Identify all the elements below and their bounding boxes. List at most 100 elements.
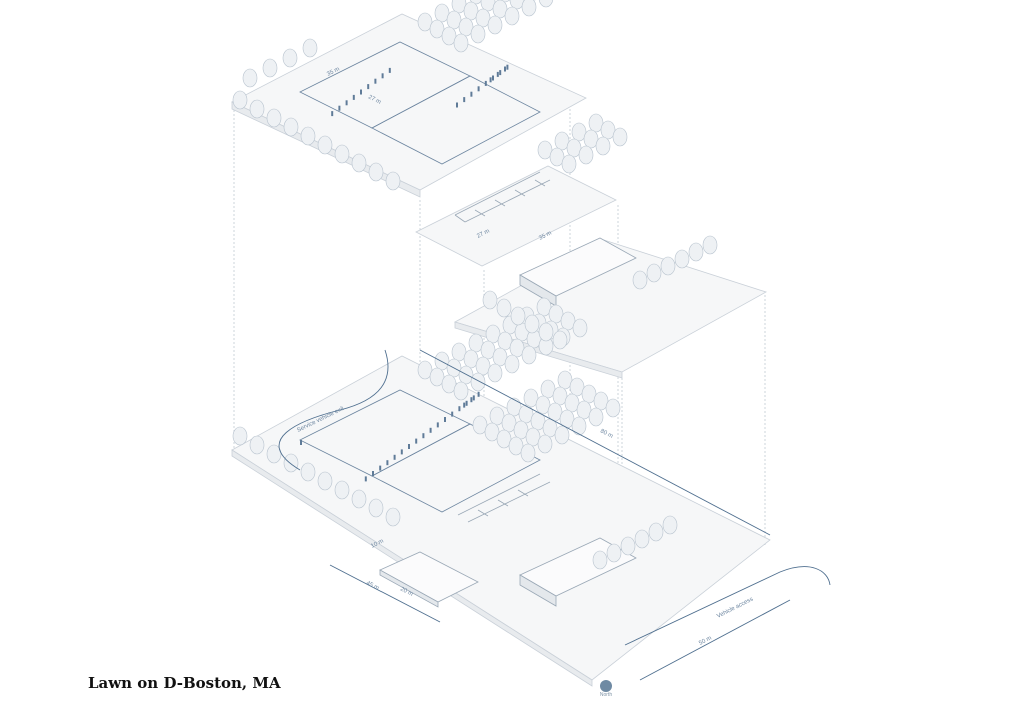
tree	[492, 0, 508, 19]
tree	[385, 507, 401, 527]
tree	[535, 395, 551, 415]
tree	[561, 154, 577, 174]
plate-bottom-full	[231, 355, 771, 681]
tree	[648, 522, 664, 542]
person	[504, 66, 506, 72]
person	[472, 395, 475, 401]
person	[499, 70, 502, 76]
tree	[441, 374, 457, 394]
tree	[429, 19, 445, 39]
tree	[441, 26, 457, 46]
tree	[434, 3, 450, 23]
person	[492, 75, 494, 81]
lawn-field-outlines	[299, 41, 541, 513]
person	[477, 86, 480, 92]
tree	[688, 242, 704, 262]
tree	[480, 340, 496, 360]
tree	[524, 314, 540, 334]
tree	[557, 370, 573, 390]
tree	[600, 120, 616, 140]
tree	[368, 498, 384, 518]
person	[496, 71, 499, 77]
tree	[487, 363, 503, 383]
tree	[317, 471, 333, 491]
tree	[480, 0, 496, 12]
dimension-label: 20 m	[399, 586, 414, 597]
tree	[463, 1, 479, 21]
person	[463, 402, 466, 408]
person	[422, 433, 425, 439]
tree	[262, 58, 278, 78]
trees	[232, 0, 718, 570]
tree	[513, 420, 529, 440]
tree	[470, 372, 486, 392]
person	[374, 78, 377, 84]
tree	[504, 354, 520, 374]
buildings	[379, 171, 637, 608]
tree	[606, 543, 622, 563]
tree	[536, 297, 552, 317]
person	[484, 80, 487, 86]
plate-top-lawn	[231, 13, 587, 191]
tree	[612, 127, 628, 147]
person	[331, 111, 334, 117]
person	[364, 476, 367, 482]
tree	[588, 407, 604, 427]
tree	[660, 256, 676, 276]
dimension-label: 10 m	[370, 538, 385, 549]
dimension-label: 50 m	[698, 635, 713, 646]
tree	[510, 306, 526, 326]
person	[436, 422, 439, 428]
tree	[482, 290, 498, 310]
person	[458, 406, 461, 412]
person	[367, 84, 370, 90]
tree	[509, 0, 525, 10]
person	[506, 64, 509, 70]
tree	[506, 397, 522, 417]
person	[338, 105, 341, 111]
person	[470, 397, 473, 403]
person	[477, 391, 480, 397]
tree	[521, 0, 537, 17]
person	[400, 449, 403, 455]
tree	[520, 443, 536, 463]
tree	[475, 356, 491, 376]
tree	[537, 140, 553, 160]
dimension-label: 45 m	[365, 580, 380, 591]
tree	[458, 17, 474, 37]
tree	[351, 153, 367, 173]
tree	[572, 318, 588, 338]
tree	[571, 416, 587, 436]
tree	[564, 393, 580, 413]
tree	[702, 235, 718, 255]
tree	[566, 138, 582, 158]
tree	[576, 400, 592, 420]
person	[386, 460, 389, 466]
tree	[583, 129, 599, 149]
tree	[417, 360, 433, 380]
tree	[451, 342, 467, 362]
dimension-label: 80 m	[599, 428, 614, 439]
tree	[417, 12, 433, 32]
person	[444, 417, 446, 422]
tree	[518, 404, 534, 424]
tree	[302, 38, 318, 58]
tree	[674, 249, 690, 269]
tree	[504, 6, 520, 26]
tree	[463, 349, 479, 369]
tree	[472, 415, 488, 435]
person	[415, 438, 418, 444]
person	[388, 67, 391, 73]
tree	[458, 365, 474, 385]
person	[393, 454, 396, 460]
tree	[232, 426, 248, 446]
tree	[548, 304, 564, 324]
people-figures	[300, 64, 509, 482]
tree	[646, 263, 662, 283]
tree	[549, 147, 565, 167]
dimension-label: 27 m	[367, 94, 382, 105]
dimension-label: 35 m	[538, 230, 553, 241]
person	[463, 97, 466, 103]
tree	[249, 435, 265, 455]
vehicle-access-label: Vehicle access	[716, 596, 754, 619]
